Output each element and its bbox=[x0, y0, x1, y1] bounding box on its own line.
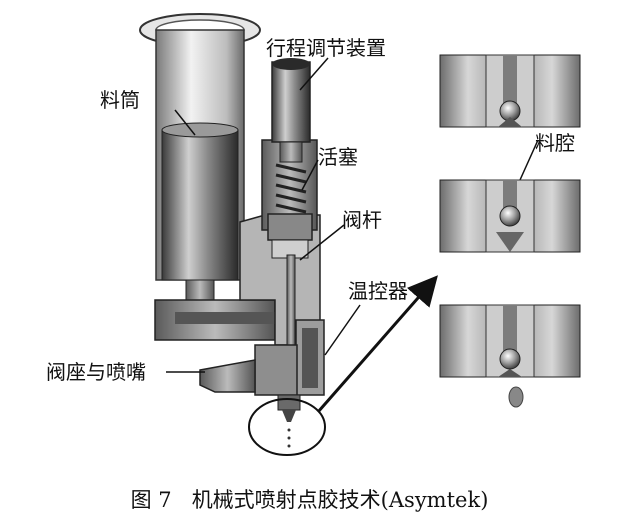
label-chamber: 料腔 bbox=[535, 131, 575, 155]
label-valve-rod: 阀杆 bbox=[342, 208, 382, 232]
zoom-arrow bbox=[316, 275, 438, 413]
caption-title: 机械式喷射点胶技术(Asymtek) bbox=[191, 488, 489, 512]
label-temp-controller: 温控器 bbox=[348, 279, 408, 303]
label-valve-seat-nozzle: 阀座与喷嘴 bbox=[46, 360, 146, 384]
figure-caption: 图 7 机械式喷射点胶技术(Asymtek) bbox=[0, 484, 619, 514]
detail-view-1 bbox=[439, 54, 581, 128]
dispenser-body bbox=[139, 13, 325, 422]
detail-view-2 bbox=[439, 179, 581, 253]
leader-lines bbox=[166, 57, 539, 373]
label-piston: 活塞 bbox=[318, 145, 358, 169]
zoom-ellipse bbox=[248, 398, 326, 456]
dispenser-diagram bbox=[139, 13, 581, 456]
label-stroke-adjuster: 行程调节装置 bbox=[266, 36, 386, 60]
label-barrel: 料筒 bbox=[100, 88, 140, 112]
detail-view-3 bbox=[439, 304, 581, 408]
jet-droplets bbox=[287, 428, 291, 448]
caption-number: 图 7 bbox=[130, 488, 172, 512]
